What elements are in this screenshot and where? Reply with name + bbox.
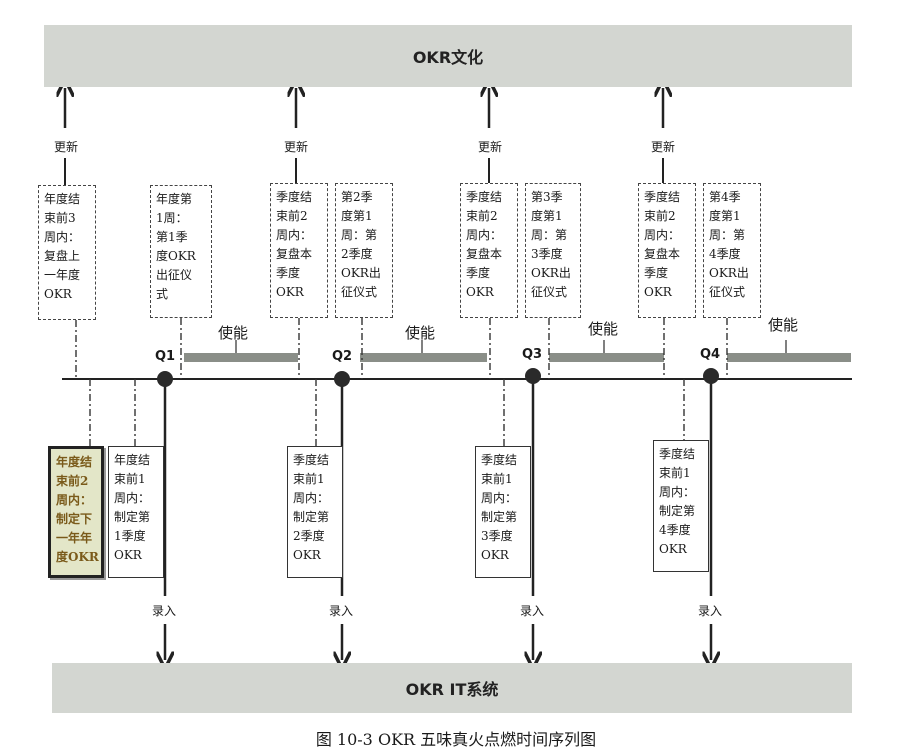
enable-bar-q3 <box>549 353 664 362</box>
enable-bar-q1 <box>184 353 298 362</box>
quarter-nodes <box>157 368 719 387</box>
record-label-q2: 录入 <box>329 604 354 618</box>
record-label-q3: 录入 <box>520 604 545 618</box>
enable-label-q1: 使能 <box>218 324 249 342</box>
okr-culture-band: OKR文化 <box>44 25 852 87</box>
record-label-q1: 录入 <box>152 604 177 618</box>
quarter-label-q4: Q4 <box>700 347 721 362</box>
enable-label-q2: 使能 <box>405 324 436 342</box>
okr-culture-label: OKR文化 <box>412 48 484 67</box>
bottom-connectors <box>89 379 685 446</box>
top-box-q1-review: 季度结 束前2 周内： 复盘本 季度 OKR <box>270 183 328 318</box>
top-connectors <box>75 318 728 379</box>
figure-caption: 图 10-3 OKR 五味真火点燃时间序列图 <box>315 730 597 749</box>
top-box-q4-kickoff: 第4季 度第1 周：第 4季度 OKR出 征仪式 <box>703 183 761 318</box>
update-label-3: 更新 <box>478 140 503 154</box>
bottom-box-q3-okr: 季度结 束前1 周内： 制定第 3季度 OKR <box>475 446 531 578</box>
update-arrows <box>65 88 663 128</box>
update-stems <box>64 158 664 185</box>
bottom-box-q2-okr: 季度结 束前1 周内： 制定第 2季度 OKR <box>287 446 343 578</box>
bottom-box-q4-okr: 季度结 束前1 周内： 制定第 4季度 OKR <box>653 440 709 572</box>
top-box-q2-review: 季度结 束前2 周内： 复盘本 季度 OKR <box>460 183 518 318</box>
top-box-q3-kickoff: 第3季 度第1 周：第 3季度 OKR出 征仪式 <box>525 183 581 318</box>
top-box-q2-kickoff: 第2季 度第1 周：第 2季度 OKR出 征仪式 <box>335 183 393 318</box>
okr-it-system-label: OKR IT系统 <box>405 680 499 699</box>
top-box-q3-review: 季度结 束前2 周内： 复盘本 季度 OKR <box>638 183 696 318</box>
enable-label-q3: 使能 <box>588 320 619 338</box>
quarter-label-q3: Q3 <box>522 347 543 362</box>
top-box-q1-kickoff: 年度第 1周： 第1季 度OKR 出征仪 式 <box>150 185 212 318</box>
top-box-annual-review: 年度结 束前3 周内： 复盘上 一年度 OKR <box>38 185 96 320</box>
record-label-q4: 录入 <box>698 604 723 618</box>
enable-bar-q4 <box>727 353 851 362</box>
record-arrows <box>165 379 711 660</box>
enable-ticks <box>235 340 787 353</box>
update-label-4: 更新 <box>651 140 676 154</box>
okr-it-system-band: OKR IT系统 <box>52 663 852 713</box>
bottom-box-annual-okr: 年度结 束前2 周内： 制定下 一年年 度OKR <box>48 446 104 578</box>
enable-bar-q2 <box>360 353 487 362</box>
quarter-node-q3 <box>525 368 541 384</box>
update-label-1: 更新 <box>54 140 79 154</box>
quarter-node-q4 <box>703 368 719 384</box>
quarter-node-q1 <box>157 371 173 387</box>
quarter-label-q1: Q1 <box>155 349 176 364</box>
enable-bars <box>184 353 851 362</box>
enable-label-q4: 使能 <box>768 316 799 334</box>
update-label-2: 更新 <box>284 140 309 154</box>
quarter-label-q2: Q2 <box>332 349 353 364</box>
bottom-box-q1-okr: 年度结 束前1 周内： 制定第 1季度 OKR <box>108 446 164 578</box>
quarter-node-q2 <box>334 371 350 387</box>
